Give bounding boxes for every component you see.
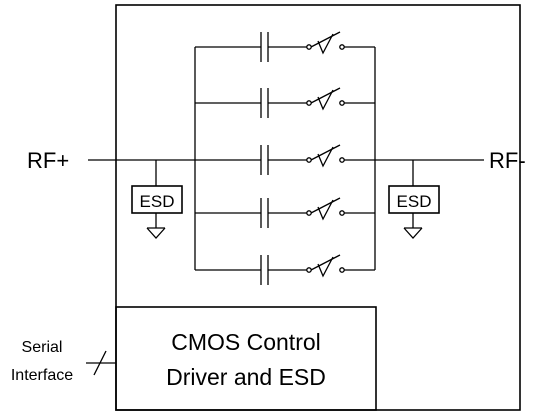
esd-left-group: ESD	[131, 160, 183, 239]
capacitor-switch-branches	[195, 31, 375, 285]
switch-actuator-icon	[317, 146, 334, 168]
switch-actuator-icon	[317, 256, 334, 278]
switch-actuator-icon	[317, 199, 334, 221]
switch-contact	[306, 100, 312, 106]
serial-bus-slash-icon	[93, 350, 107, 376]
rf-plus-label: RF+	[27, 148, 69, 173]
serial-label-line2: Interface	[11, 367, 73, 384]
switch-blade	[310, 254, 341, 271]
switch-blade	[310, 144, 341, 161]
ground-icon	[403, 227, 423, 239]
esd-right-box	[388, 185, 440, 214]
cmos-control-line2: Driver and ESD	[166, 364, 326, 390]
switch-contact	[306, 157, 312, 163]
switch-actuator-icon	[317, 89, 334, 111]
switch-contact	[339, 157, 345, 163]
switch-contact	[339, 210, 345, 216]
switch-contact	[339, 267, 345, 273]
switch-contact	[306, 44, 312, 50]
switch-blade	[310, 31, 341, 48]
rf-minus-label: RF-	[489, 148, 526, 173]
switch-contact	[306, 267, 312, 273]
switch-contact	[306, 210, 312, 216]
branch-row	[195, 144, 375, 175]
esd-right-label: ESD	[397, 192, 432, 211]
switch-contact	[339, 100, 345, 106]
cmos-control-box	[115, 306, 377, 411]
esd-left-box	[131, 185, 183, 214]
esd-right-group: ESD	[388, 160, 440, 239]
branch-row	[195, 254, 375, 285]
switch-actuator-icon	[317, 33, 334, 55]
cmos-control-line1: CMOS Control	[171, 329, 321, 355]
switch-blade	[310, 197, 341, 214]
switch-contact	[339, 44, 345, 50]
serial-label-line1: Serial	[22, 339, 63, 356]
branch-row	[195, 31, 375, 62]
branch-row	[195, 87, 375, 118]
switch-blade	[310, 87, 341, 104]
branch-row	[195, 197, 375, 228]
ground-icon	[146, 227, 166, 239]
esd-left-label: ESD	[140, 192, 175, 211]
